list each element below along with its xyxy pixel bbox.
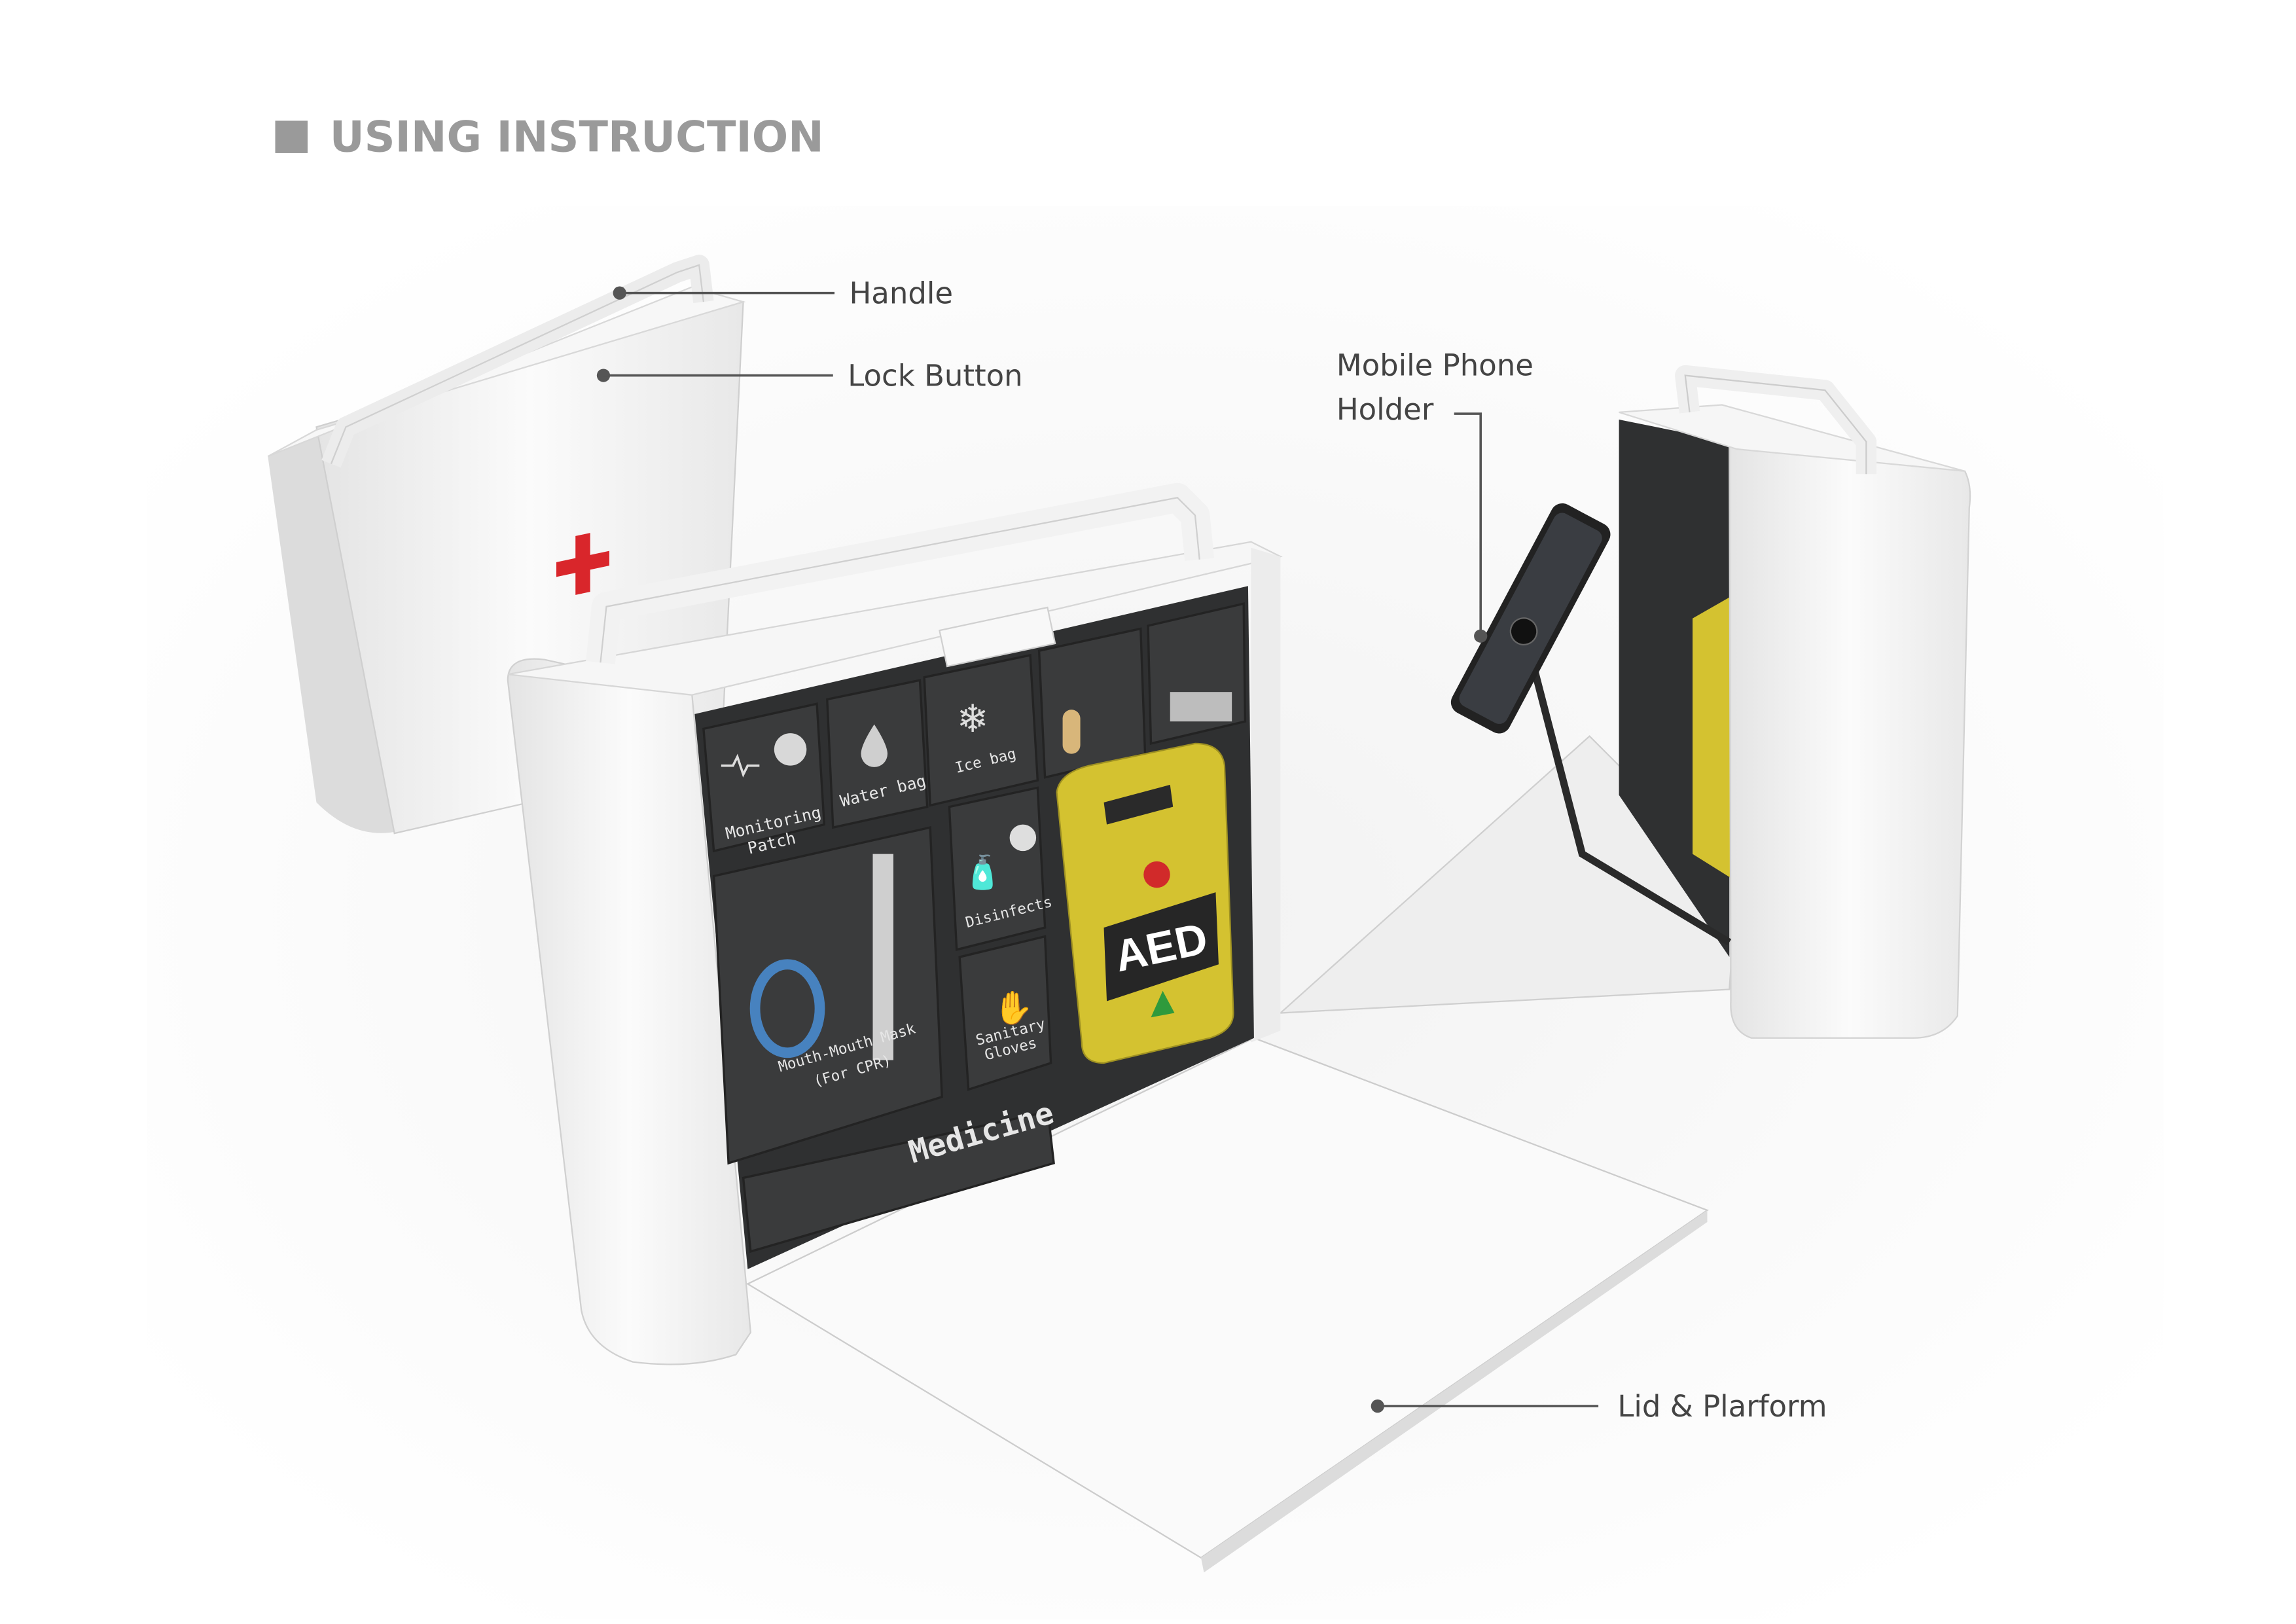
cpr-mask-icon [749,959,825,1058]
shock-icon [1151,990,1175,1018]
lock-button [939,606,1056,668]
mobile-phone [1450,503,1611,734]
gloves-icon: ✋ [994,990,1034,1026]
callout-phone-holder: Mobile Phone Holder [1336,348,1534,643]
side-case [1278,365,1971,1039]
snowflake-icon: ❄ [957,698,989,740]
callout-phone-holder-line2: Holder [1336,392,1434,427]
callout-handle-label: Handle [850,276,954,310]
callout-lock-button: Lock Button [596,358,1023,393]
red-cross-icon [556,533,609,595]
page-title: USING INSTRUCTION [330,113,824,162]
title-square-icon [275,120,308,153]
open-case: ❄ 🧴 ✋ Monitoring Patch Water bag Ice bag… [507,482,1709,1573]
sanitizer-icon: 🧴 [963,854,1003,891]
aed-device: AED [1056,742,1234,1064]
callout-lid-label: Lid & Plarform [1617,1389,1827,1424]
button-icon [1009,824,1037,852]
water-drop-icon [861,724,888,767]
power-button-icon [1143,861,1170,888]
bandage-icon [1062,710,1081,754]
heartbeat-icon [721,753,760,778]
button-icon [774,733,807,766]
callout-lock-button-label: Lock Button [848,358,1022,393]
callout-lid: Lid & Plarform [1371,1389,1827,1424]
callout-phone-holder-line1: Mobile Phone [1336,348,1534,383]
phone-stand [1527,654,1732,946]
gauze-icon [1170,692,1232,722]
callout-handle: Handle [613,276,953,310]
